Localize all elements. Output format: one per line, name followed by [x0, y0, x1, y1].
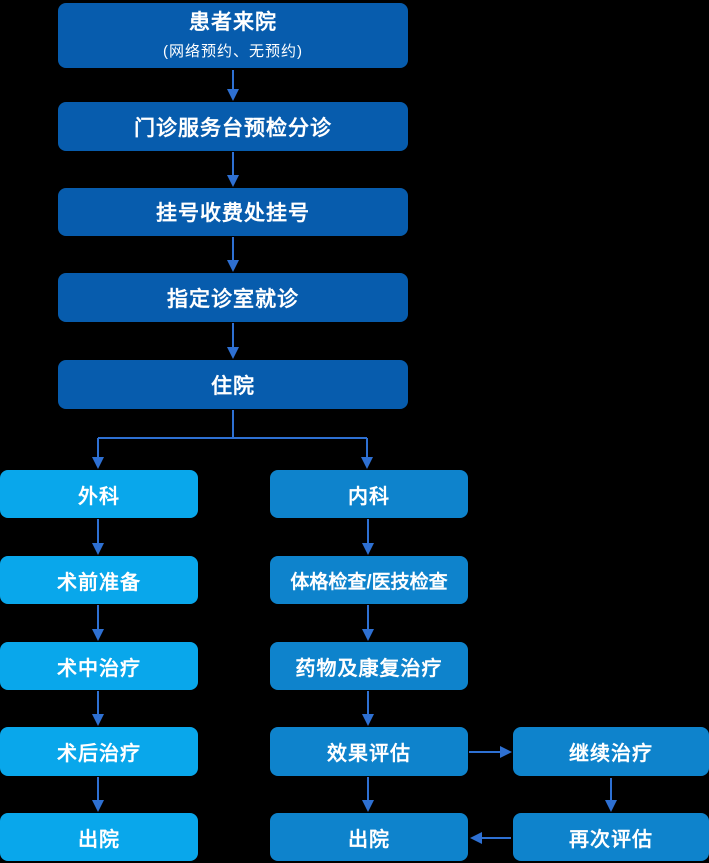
node-pre-op: 术前准备 [0, 556, 198, 604]
node-surgery-discharge: 出院 [0, 813, 198, 861]
patient-arrival-title: 患者来院 [189, 11, 277, 35]
node-surgery-dept: 外科 [0, 470, 198, 518]
node-admission: 住院 [58, 360, 408, 409]
node-examination: 体格检查/医技检查 [270, 556, 468, 604]
node-clinic-visit: 指定诊室就诊 [58, 273, 408, 322]
node-patient-arrival: 患者来院 (网络预约、无预约) [58, 3, 408, 68]
node-triage: 门诊服务台预检分诊 [58, 102, 408, 151]
node-internal-dept: 内科 [270, 470, 468, 518]
node-internal-discharge: 出院 [270, 813, 468, 861]
node-re-evaluation: 再次评估 [513, 813, 709, 861]
node-effect-evaluation: 效果评估 [270, 727, 468, 776]
node-intra-op: 术中治疗 [0, 642, 198, 690]
node-medical-treatment: 药物及康复治疗 [270, 642, 468, 690]
node-continue-treatment: 继续治疗 [513, 727, 709, 776]
node-registration: 挂号收费处挂号 [58, 188, 408, 236]
node-post-op: 术后治疗 [0, 727, 198, 776]
patient-arrival-subtitle: (网络预约、无预约) [163, 42, 303, 60]
